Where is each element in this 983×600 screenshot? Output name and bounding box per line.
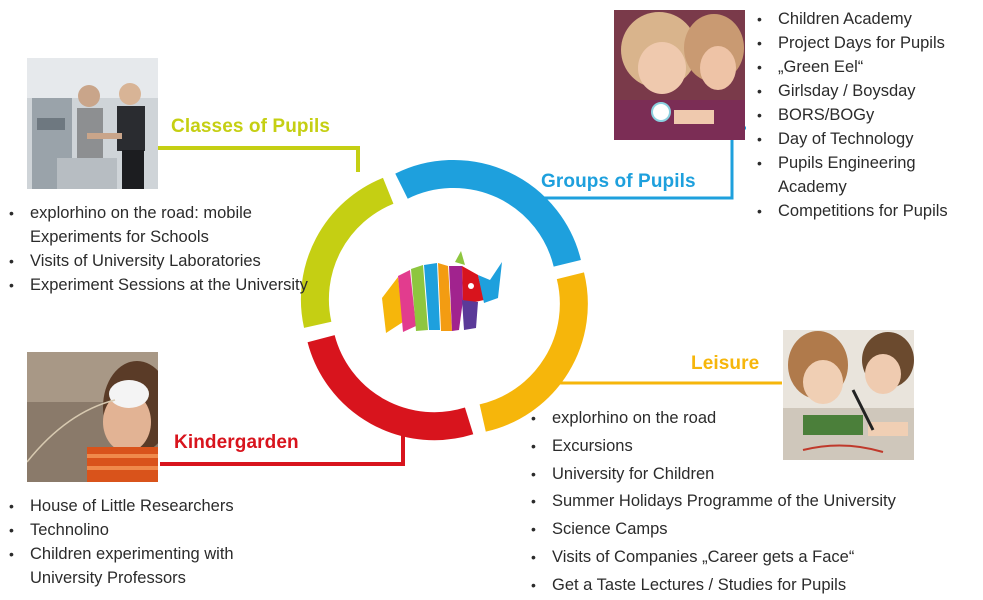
list-item: explorhino on the road: mobile Experimen… — [9, 201, 309, 249]
list-item: Competitions for Pupils — [757, 199, 979, 223]
ring-segment-leisure — [479, 272, 588, 432]
ring-segment-classes — [300, 177, 394, 328]
ring-segment-groups — [395, 159, 581, 267]
heading-kindergarden: Kindergarden — [174, 432, 299, 453]
list-item: University for Children — [531, 461, 971, 489]
list-item: Summer Holidays Programme of the Univers… — [531, 488, 971, 516]
list-item: Visits of University Laboratories — [9, 249, 309, 273]
list-item: Children Academy — [757, 7, 979, 31]
ring-segment-kindergarden — [307, 334, 474, 441]
list-item: BORS/BOGy — [757, 103, 979, 127]
child-phone-photo — [27, 352, 158, 482]
list-item: Technolino — [9, 518, 309, 542]
list-item: Excursions — [531, 433, 971, 461]
list-item: House of Little Researchers — [9, 494, 309, 518]
heading-leisure: Leisure — [691, 353, 760, 374]
classes-list: explorhino on the road: mobile Experimen… — [9, 201, 309, 297]
lab-photo — [27, 58, 158, 189]
list-item: Experiment Sessions at the University — [9, 273, 309, 297]
rhino-logo — [382, 251, 502, 333]
list-item: Science Camps — [531, 516, 971, 544]
groups-list: Children Academy Project Days for Pupils… — [757, 7, 979, 223]
list-item: Girlsday / Boysday — [757, 79, 979, 103]
heading-classes-of-pupils: Classes of Pupils — [171, 116, 331, 137]
list-item: Day of Technology — [757, 127, 979, 151]
leisure-list: explorhino on the road Excursions Univer… — [531, 405, 971, 600]
children-experiment-photo — [614, 10, 745, 140]
list-item: explorhino on the road — [531, 405, 971, 433]
list-item: Pupils Engineering Academy — [757, 151, 979, 199]
list-item: Children experimenting with University P… — [9, 542, 309, 590]
connector-classes — [158, 146, 360, 172]
kindergarden-list: House of Little Researchers Technolino C… — [9, 494, 309, 590]
list-item: „Green Eel“ — [757, 55, 979, 79]
list-item: Project Days for Pupils — [757, 31, 979, 55]
list-item: Get a Taste Lectures / Studies for Pupil… — [531, 572, 971, 600]
list-item: Visits of Companies „Career gets a Face“ — [531, 544, 971, 572]
heading-groups-of-pupils: Groups of Pupils — [541, 171, 696, 192]
